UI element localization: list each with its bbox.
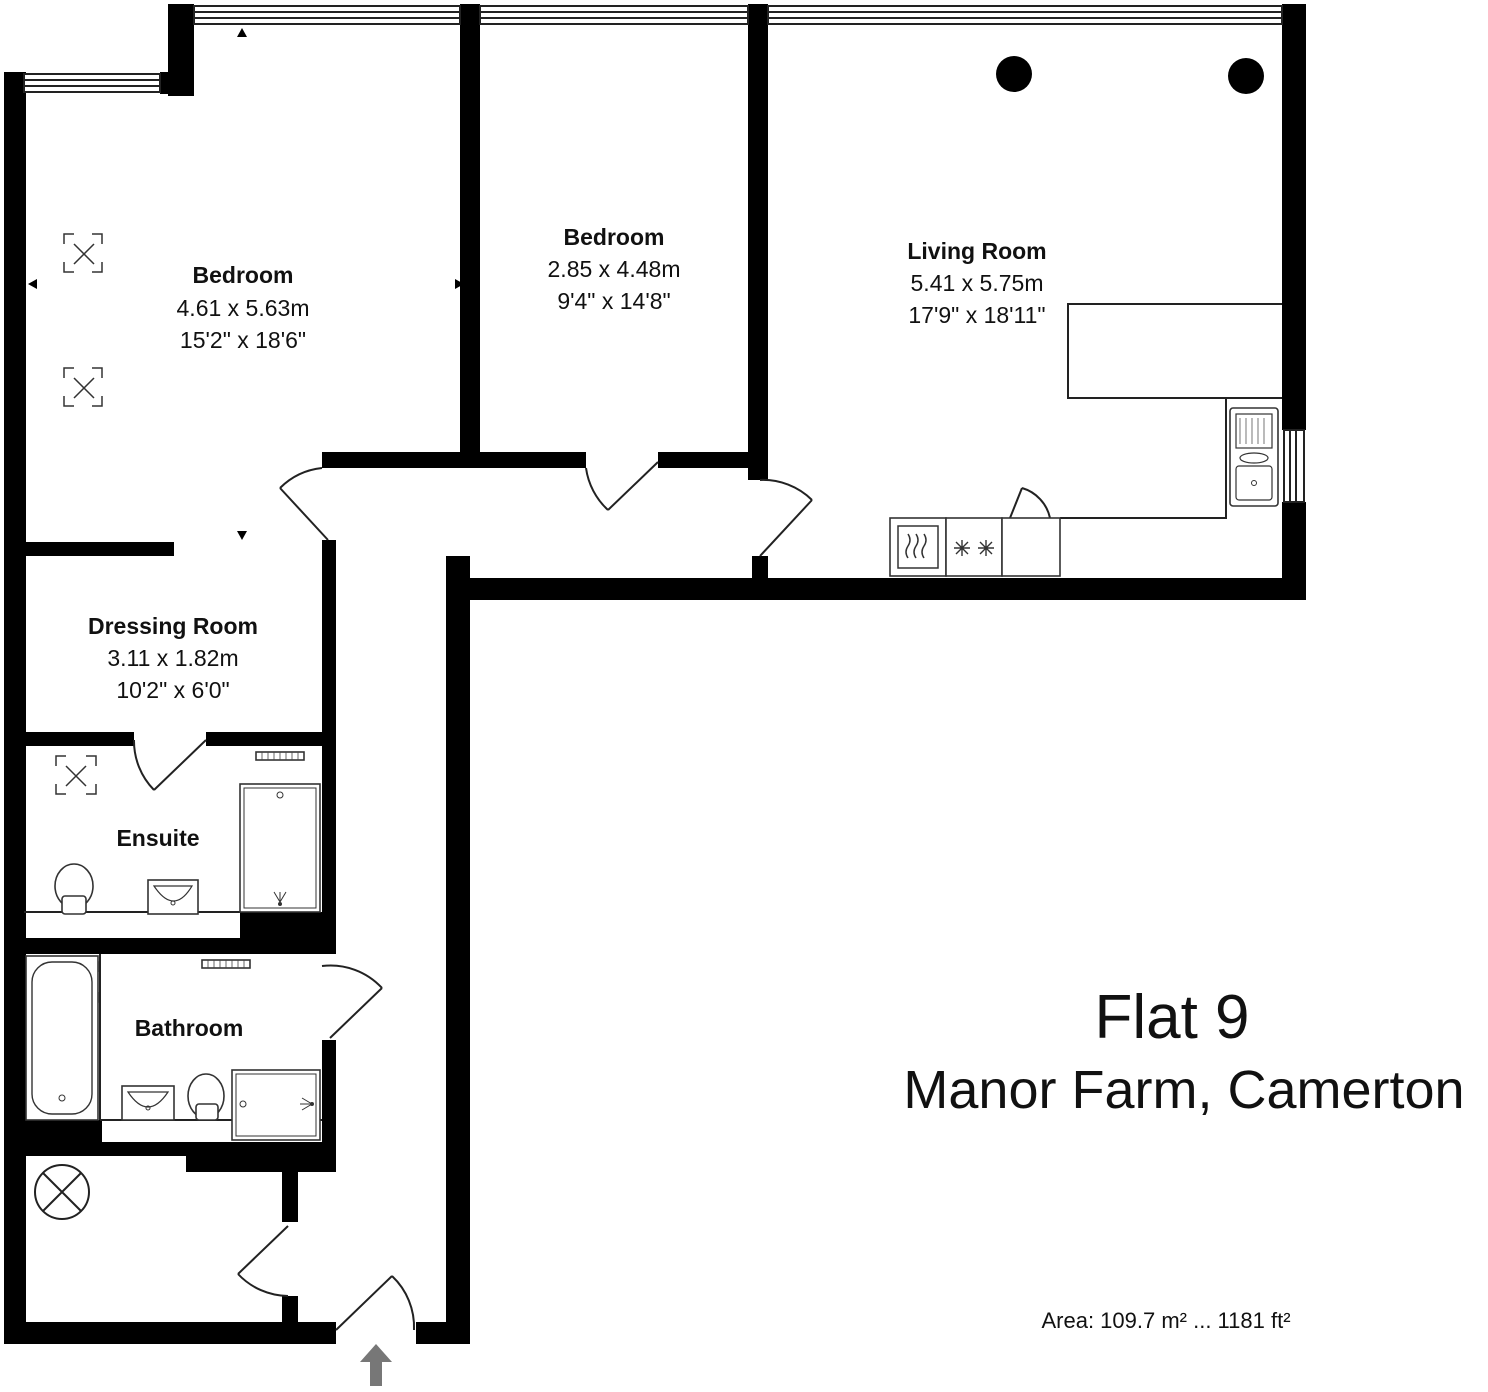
bathroom-name: Bathroom: [135, 1015, 244, 1041]
sink-icon: [147, 879, 199, 915]
toilet-icon: [54, 863, 94, 915]
walls: [4, 4, 1306, 1344]
bedroom-two-metric: 2.85 x 4.48m: [548, 256, 681, 282]
shower-icon: [231, 1069, 321, 1141]
shower-icon: [239, 783, 321, 913]
skylight-icon: [63, 233, 103, 273]
room-label-dressing-room: Dressing Room 3.11 x 1.82m 10'2" x 6'0": [88, 613, 258, 703]
dressing-room-imperial: 10'2" x 6'0": [116, 677, 229, 703]
area-summary: Area: 109.7 m² ... 1181 ft²: [1041, 1308, 1290, 1333]
living-room-name: Living Room: [907, 238, 1046, 264]
bedroom-two-name: Bedroom: [564, 224, 665, 250]
cupboard-light: [34, 1164, 90, 1220]
page-subtitle: Manor Farm, Camerton: [903, 1060, 1464, 1120]
toilet-icon: [187, 1073, 225, 1121]
kitchen: [889, 56, 1282, 577]
sink-icon: [121, 1085, 175, 1121]
entrance-arrow-icon: [360, 1344, 392, 1386]
ensuite-fixtures: [24, 751, 321, 915]
dressing-room-name: Dressing Room: [88, 613, 258, 639]
windows: [23, 5, 1305, 503]
living-room-metric: 5.41 x 5.75m: [911, 270, 1044, 296]
skylight-icon: [55, 755, 97, 795]
ensuite-name: Ensuite: [116, 825, 199, 851]
bedroom-two-imperial: 9'4" x 14'8": [557, 288, 670, 314]
bath-icon: [25, 955, 99, 1121]
kitchen-sink-icon: [1229, 407, 1279, 507]
room-label-bedroom-two: Bedroom 2.85 x 4.48m 9'4" x 14'8": [548, 224, 681, 314]
page-title: Flat 9: [1094, 983, 1249, 1052]
living-room-imperial: 17'9" x 18'11": [908, 302, 1045, 328]
bedroom-main-metric: 4.61 x 5.63m: [177, 295, 310, 321]
doors: [132, 461, 1051, 1331]
light-fitting-icon: [996, 56, 1032, 92]
dimension-arrows: [28, 28, 464, 540]
oven-icon: [897, 525, 939, 569]
bedroom-main-imperial: 15'2" x 18'6": [180, 327, 306, 353]
room-label-bedroom-main: Bedroom 4.61 x 5.63m 15'2" x 18'6": [177, 262, 310, 353]
light-fitting-icon: [1228, 58, 1264, 94]
bathroom-fixtures: [25, 954, 322, 1141]
radiator-icon: [201, 959, 251, 969]
radiator-icon: [255, 751, 305, 761]
hob-icon: [954, 540, 994, 556]
dressing-room-metric: 3.11 x 1.82m: [107, 645, 238, 671]
bedroom-main-name: Bedroom: [193, 262, 294, 288]
room-label-living-room: Living Room 5.41 x 5.75m 17'9" x 18'11": [907, 238, 1046, 328]
skylight-icon: [63, 367, 103, 407]
